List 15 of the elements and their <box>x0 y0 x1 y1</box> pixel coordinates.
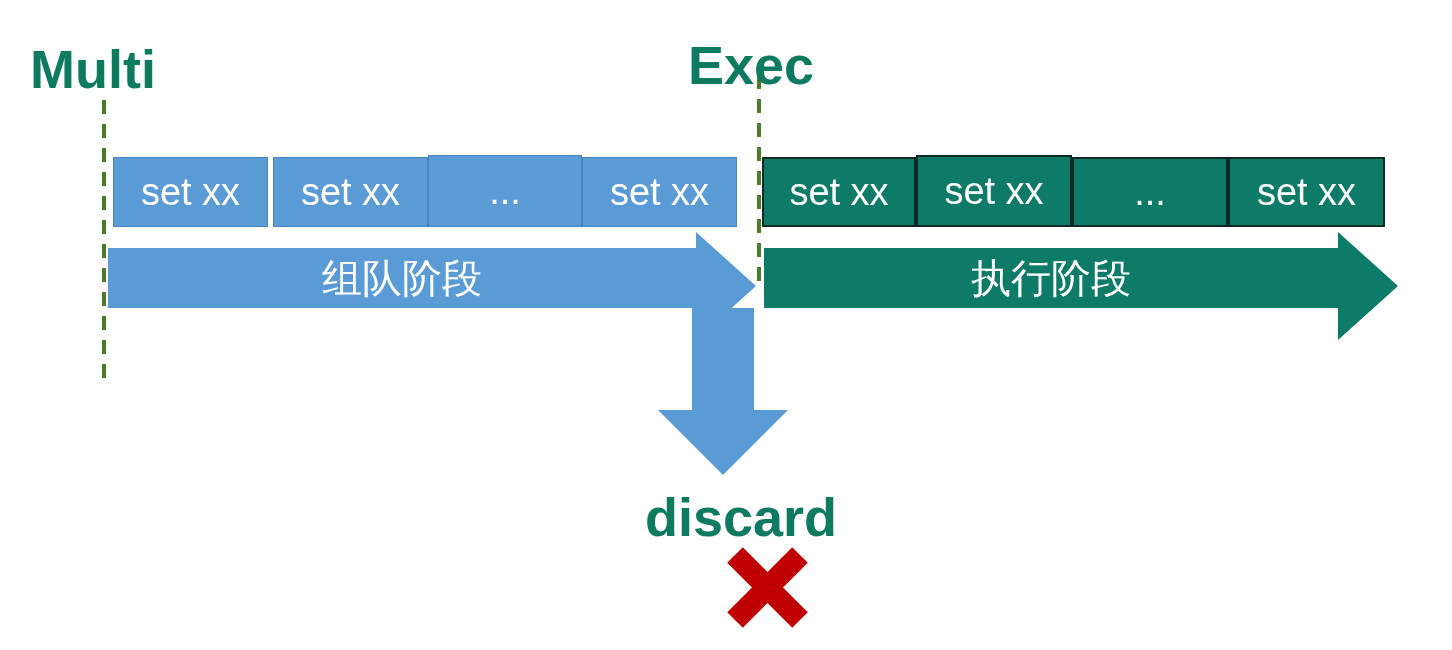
command-box: set xx <box>1228 157 1385 227</box>
stage-label: Exec <box>688 38 815 92</box>
phase-label: 执行阶段 <box>970 253 1132 303</box>
command-box: ... <box>428 155 582 227</box>
command-box: set xx <box>916 155 1072 227</box>
discard-arrow <box>658 308 788 475</box>
command-box: set xx <box>762 157 916 227</box>
phase-arrow <box>764 232 1398 340</box>
command-box: set xx <box>113 157 268 227</box>
stage-label: Multi <box>30 42 156 96</box>
command-box: ... <box>1072 157 1228 227</box>
phase-label: 组队阶段 <box>321 253 483 303</box>
command-box: set xx <box>582 157 737 227</box>
command-box: set xx <box>273 157 428 227</box>
discard-label: discard <box>645 490 838 544</box>
